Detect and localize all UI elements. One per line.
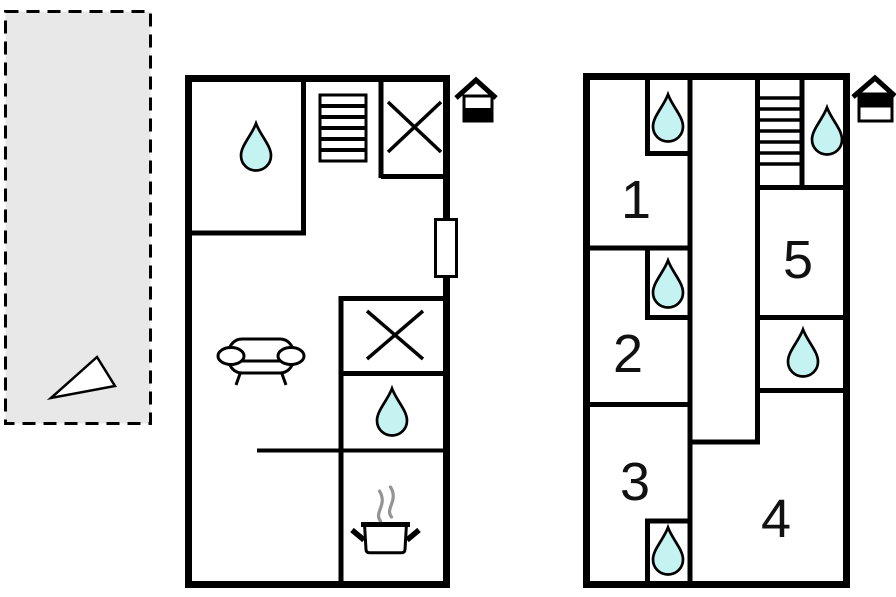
terrace — [4, 10, 152, 425]
pot-handle — [350, 527, 366, 543]
staircase-icon — [757, 96, 802, 166]
pot-handle — [405, 527, 421, 543]
ground-interior-walls — [187, 76, 448, 586]
crossed-box-icon — [386, 100, 443, 154]
room-label-3: 3 — [620, 452, 650, 512]
house-lower-fill — [462, 108, 494, 123]
room-label-2: 2 — [613, 324, 643, 384]
cross-line — [386, 100, 443, 154]
terrace-area — [4, 10, 152, 425]
crossed-box-icon — [365, 309, 425, 361]
window-icon — [434, 218, 458, 278]
sofa-armrest — [276, 346, 306, 366]
house-roof — [851, 74, 896, 99]
house-upper-fill — [857, 92, 894, 108]
ground-floor-plan — [185, 75, 498, 588]
sofa-armrest — [216, 346, 246, 366]
room-label-4: 4 — [761, 489, 791, 549]
level-indicator-ground-icon — [454, 76, 498, 123]
ground-outer-wall — [185, 75, 450, 588]
steam-line — [387, 485, 395, 519]
room-label-5: 5 — [783, 230, 813, 290]
steam-line — [376, 489, 384, 523]
room-label-1: 1 — [621, 170, 651, 230]
house-roof — [454, 76, 498, 100]
upper-floor-plan: 1 2 3 4 5 — [583, 73, 896, 588]
cross-line — [365, 309, 425, 361]
level-indicator-upper-icon — [851, 74, 896, 123]
staircase-icon — [318, 93, 368, 163]
pot-body — [362, 522, 409, 555]
cooking-pot-icon — [350, 485, 421, 555]
upper-interior-walls — [587, 76, 847, 585]
terrace-triangle-marker — [46, 355, 118, 401]
sofa-icon — [216, 337, 306, 386]
